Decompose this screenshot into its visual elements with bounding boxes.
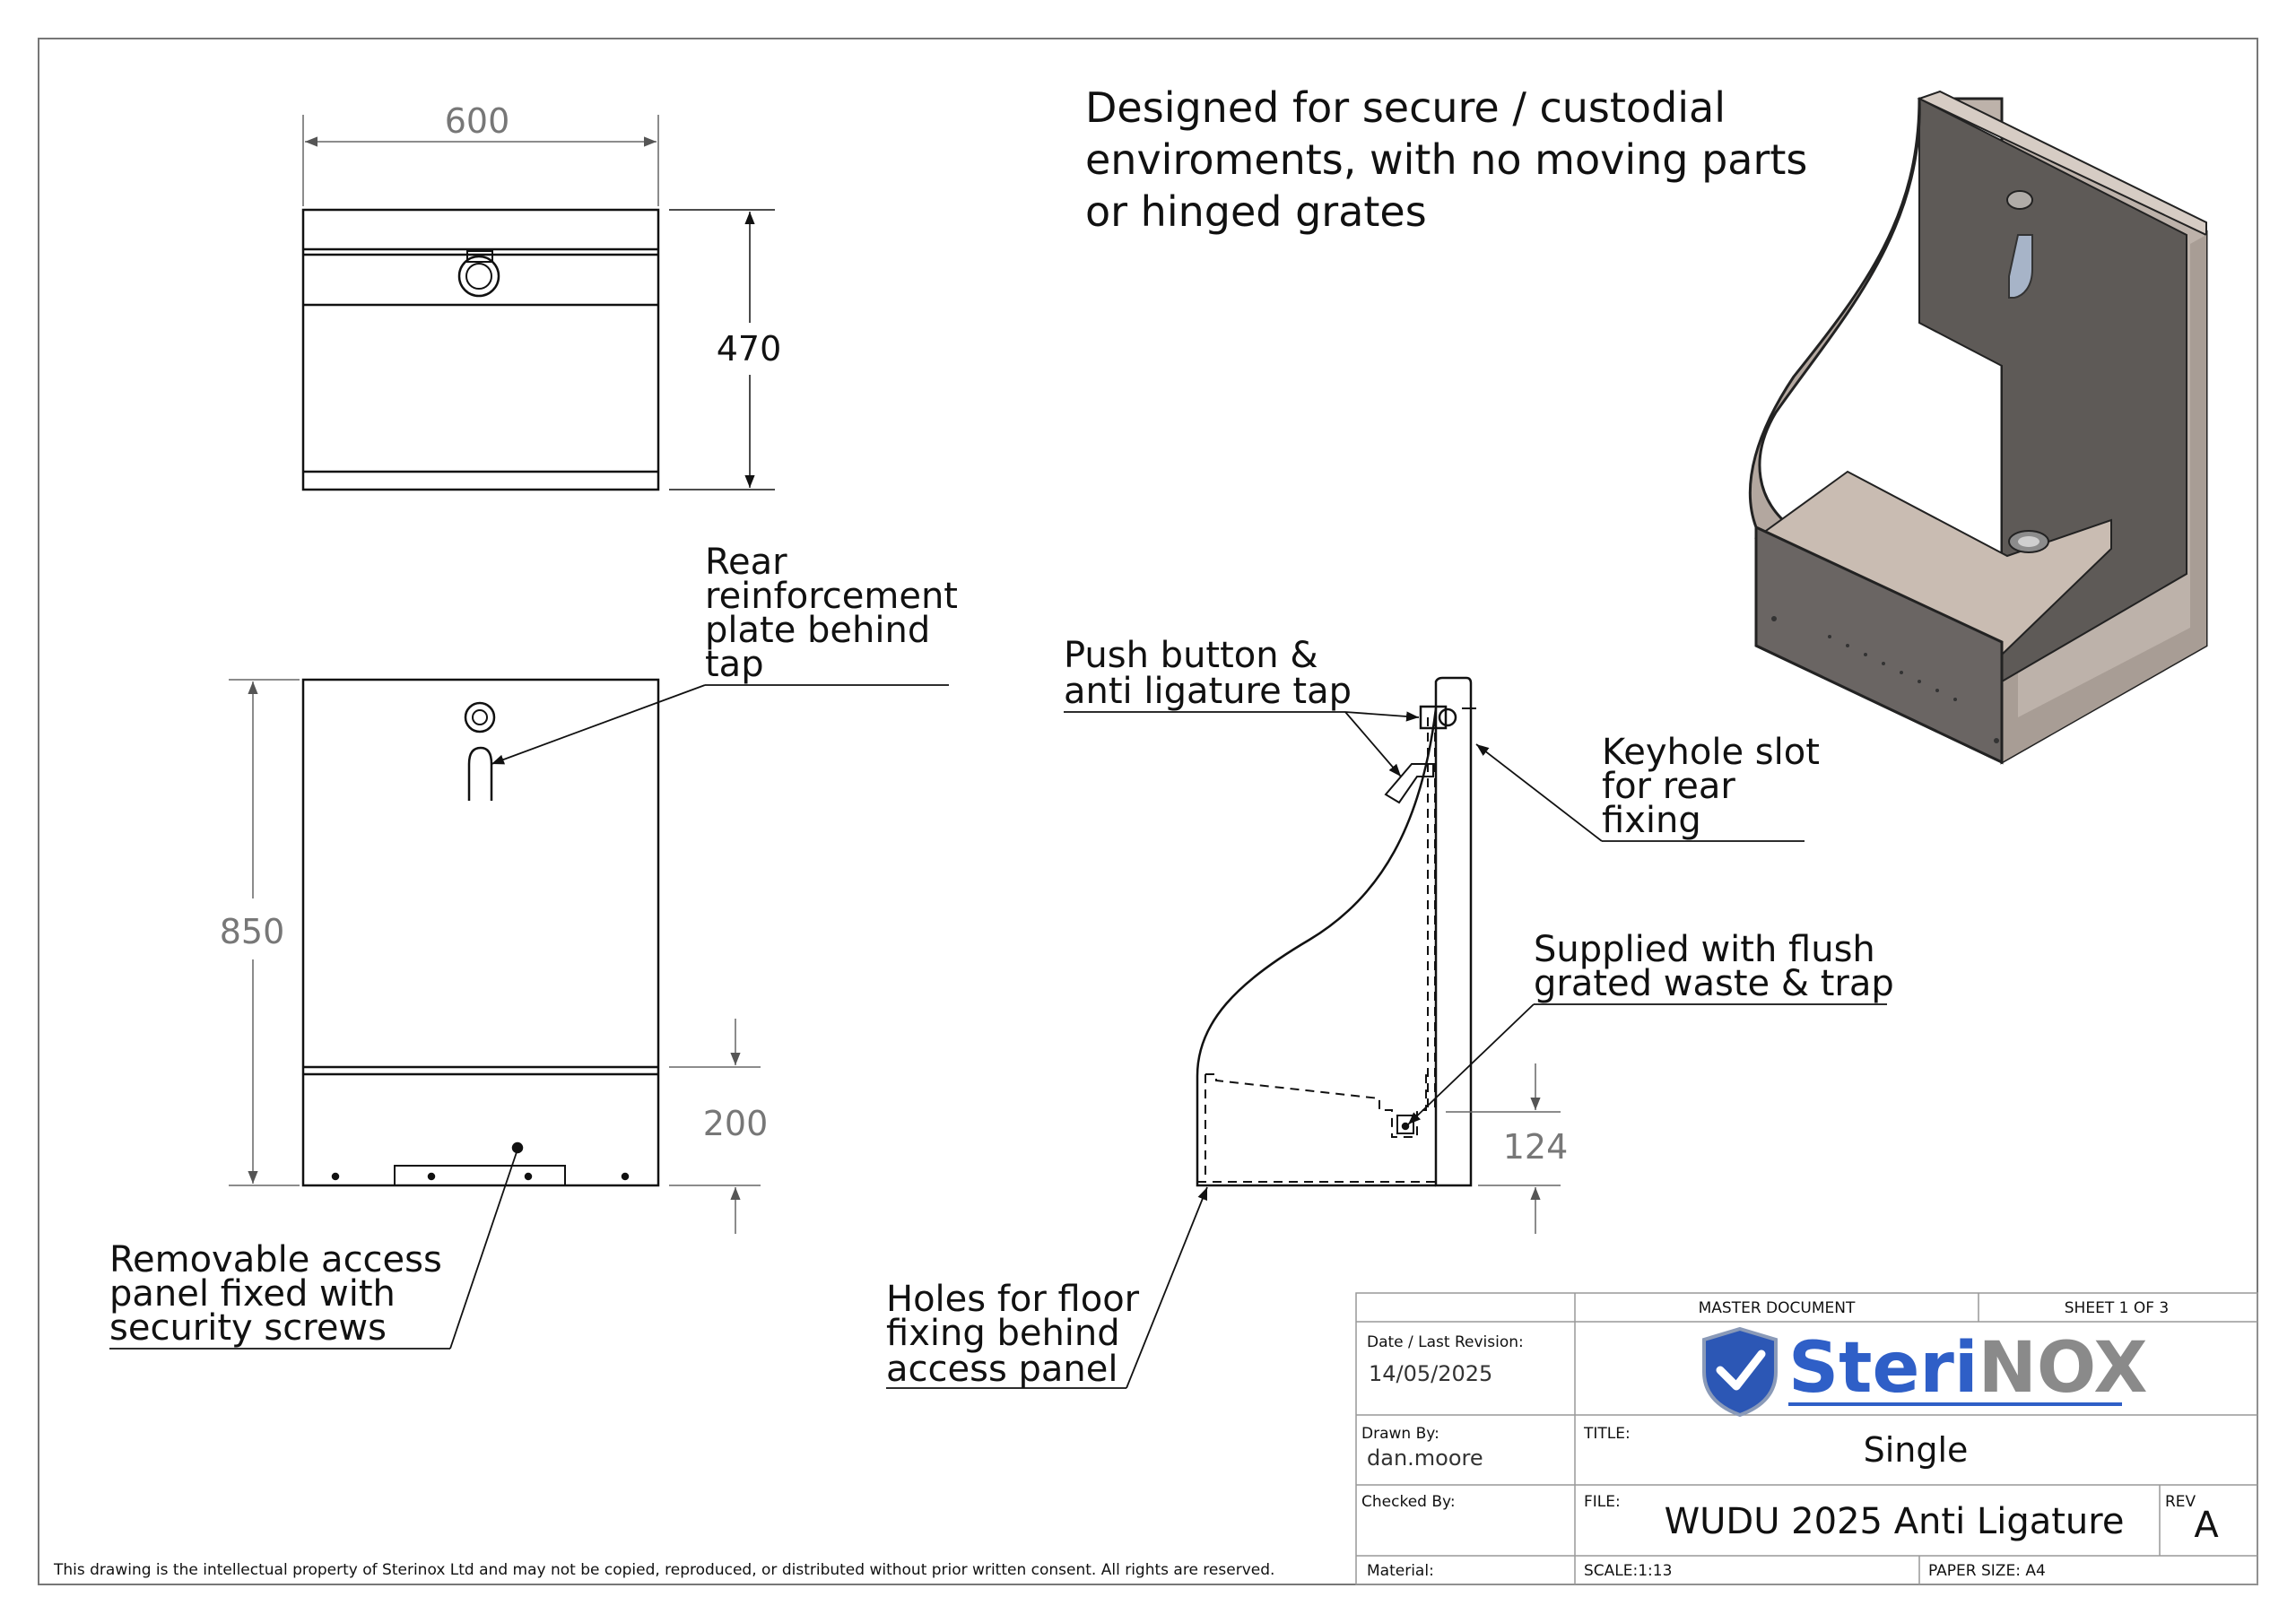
- svg-text:fixing behind: fixing behind: [886, 1313, 1120, 1354]
- callout-waste: Supplied with flush grated waste & trap: [1534, 929, 1894, 1004]
- paper-size: PAPER SIZE: A4: [1928, 1562, 2046, 1580]
- callout-floor-holes: Holes for floor fixing behind access pan…: [886, 1279, 1140, 1390]
- side-view: [1196, 676, 1476, 1187]
- dim-front-height: [229, 679, 300, 1186]
- drawn-label: Drawn By:: [1361, 1425, 1439, 1443]
- svg-text:access panel: access panel: [886, 1349, 1118, 1390]
- rev-value: A: [2194, 1505, 2219, 1546]
- title-label: TITLE:: [1583, 1425, 1631, 1443]
- svg-text:Keyhole slot: Keyhole slot: [1602, 732, 1820, 773]
- svg-text:Holes for floor: Holes for floor: [886, 1279, 1140, 1320]
- master-document: MASTER DOCUMENT: [1699, 1299, 1856, 1317]
- svg-text:panel fixed with: panel fixed with: [109, 1273, 396, 1315]
- callout-keyhole: Keyhole slot for rear fixing: [1602, 732, 1820, 841]
- svg-text:SteriNOX: SteriNOX: [1788, 1328, 2148, 1409]
- callout-rear-plate: Rear reinforcement plate behind tap: [705, 542, 958, 685]
- scale: SCALE:1:13: [1584, 1562, 1672, 1580]
- svg-text:Push button &: Push button &: [1064, 635, 1318, 676]
- sheet-number: SHEET 1 OF 3: [2065, 1299, 2169, 1317]
- headline: Designed for secure / custodial envirome…: [1085, 83, 1807, 236]
- checked-label: Checked By:: [1361, 1493, 1456, 1511]
- leader-access-panel: [109, 1149, 518, 1350]
- leader-keyhole: [1475, 743, 1805, 842]
- svg-text:or hinged grates: or hinged grates: [1085, 187, 1427, 236]
- svg-text:Supplied with flush: Supplied with flush: [1534, 929, 1875, 970]
- svg-text:enviroments, with no moving pa: enviroments, with no moving parts: [1085, 135, 1807, 184]
- footer-notice: This drawing is the intellectual propert…: [53, 1561, 1274, 1579]
- svg-text:grated waste & trap: grated waste & trap: [1534, 963, 1894, 1004]
- leader-floor-holes: [886, 1186, 1208, 1389]
- sterinox-logo: SteriNOX: [1702, 1326, 2148, 1418]
- sheet-border: [38, 38, 2258, 1585]
- date-label: Date / Last Revision:: [1367, 1333, 1524, 1351]
- dim-waste-height-label: 124: [1503, 1127, 1569, 1167]
- material-label: Material:: [1367, 1562, 1434, 1580]
- svg-text:anti ligature tap: anti ligature tap: [1064, 671, 1352, 712]
- leader-waste: [1407, 1003, 1887, 1125]
- file-value: WUDU 2025 Anti Ligature: [1665, 1501, 2125, 1542]
- rev-label: REV: [2165, 1493, 2196, 1511]
- dim-front-height-label: 850: [220, 912, 285, 951]
- title-value: Single: [1864, 1430, 1969, 1470]
- svg-text:plate behind: plate behind: [705, 610, 930, 651]
- callout-push-button: Push button & anti ligature tap: [1064, 635, 1352, 712]
- dim-top-width-label: 600: [445, 101, 510, 141]
- svg-text:reinforcement: reinforcement: [705, 576, 958, 617]
- svg-text:fixing: fixing: [1602, 800, 1701, 841]
- svg-text:tap: tap: [705, 644, 764, 685]
- dim-top-depth: [669, 209, 775, 490]
- shield-icon: [1702, 1326, 1778, 1418]
- dim-top-width: [302, 115, 659, 206]
- dim-panel-height-label: 200: [703, 1104, 769, 1143]
- top-view: [301, 208, 660, 491]
- svg-text:security screws: security screws: [109, 1307, 387, 1349]
- svg-text:Removable access: Removable access: [109, 1239, 442, 1280]
- file-label: FILE:: [1584, 1493, 1621, 1511]
- product-render: [1748, 90, 2208, 765]
- dim-panel-height: [669, 1019, 761, 1234]
- callout-access-panel: Removable access panel fixed with securi…: [109, 1239, 442, 1349]
- dim-waste-height: [1446, 1063, 1561, 1234]
- leader-push-button: [1064, 711, 1420, 777]
- dim-top-depth-label: 470: [717, 329, 782, 369]
- svg-text:Rear: Rear: [705, 542, 787, 583]
- check-icon: [1716, 1350, 1766, 1391]
- front-view: [301, 678, 660, 1187]
- svg-text:Designed for secure / custodia: Designed for secure / custodial: [1085, 83, 1726, 132]
- date-value: 14/05/2025: [1369, 1361, 1492, 1386]
- leader-rear-plate: [491, 684, 949, 765]
- drawn-value: dan.moore: [1367, 1445, 1483, 1471]
- svg-text:for rear: for rear: [1602, 766, 1735, 807]
- title-block: [1355, 1292, 2258, 1585]
